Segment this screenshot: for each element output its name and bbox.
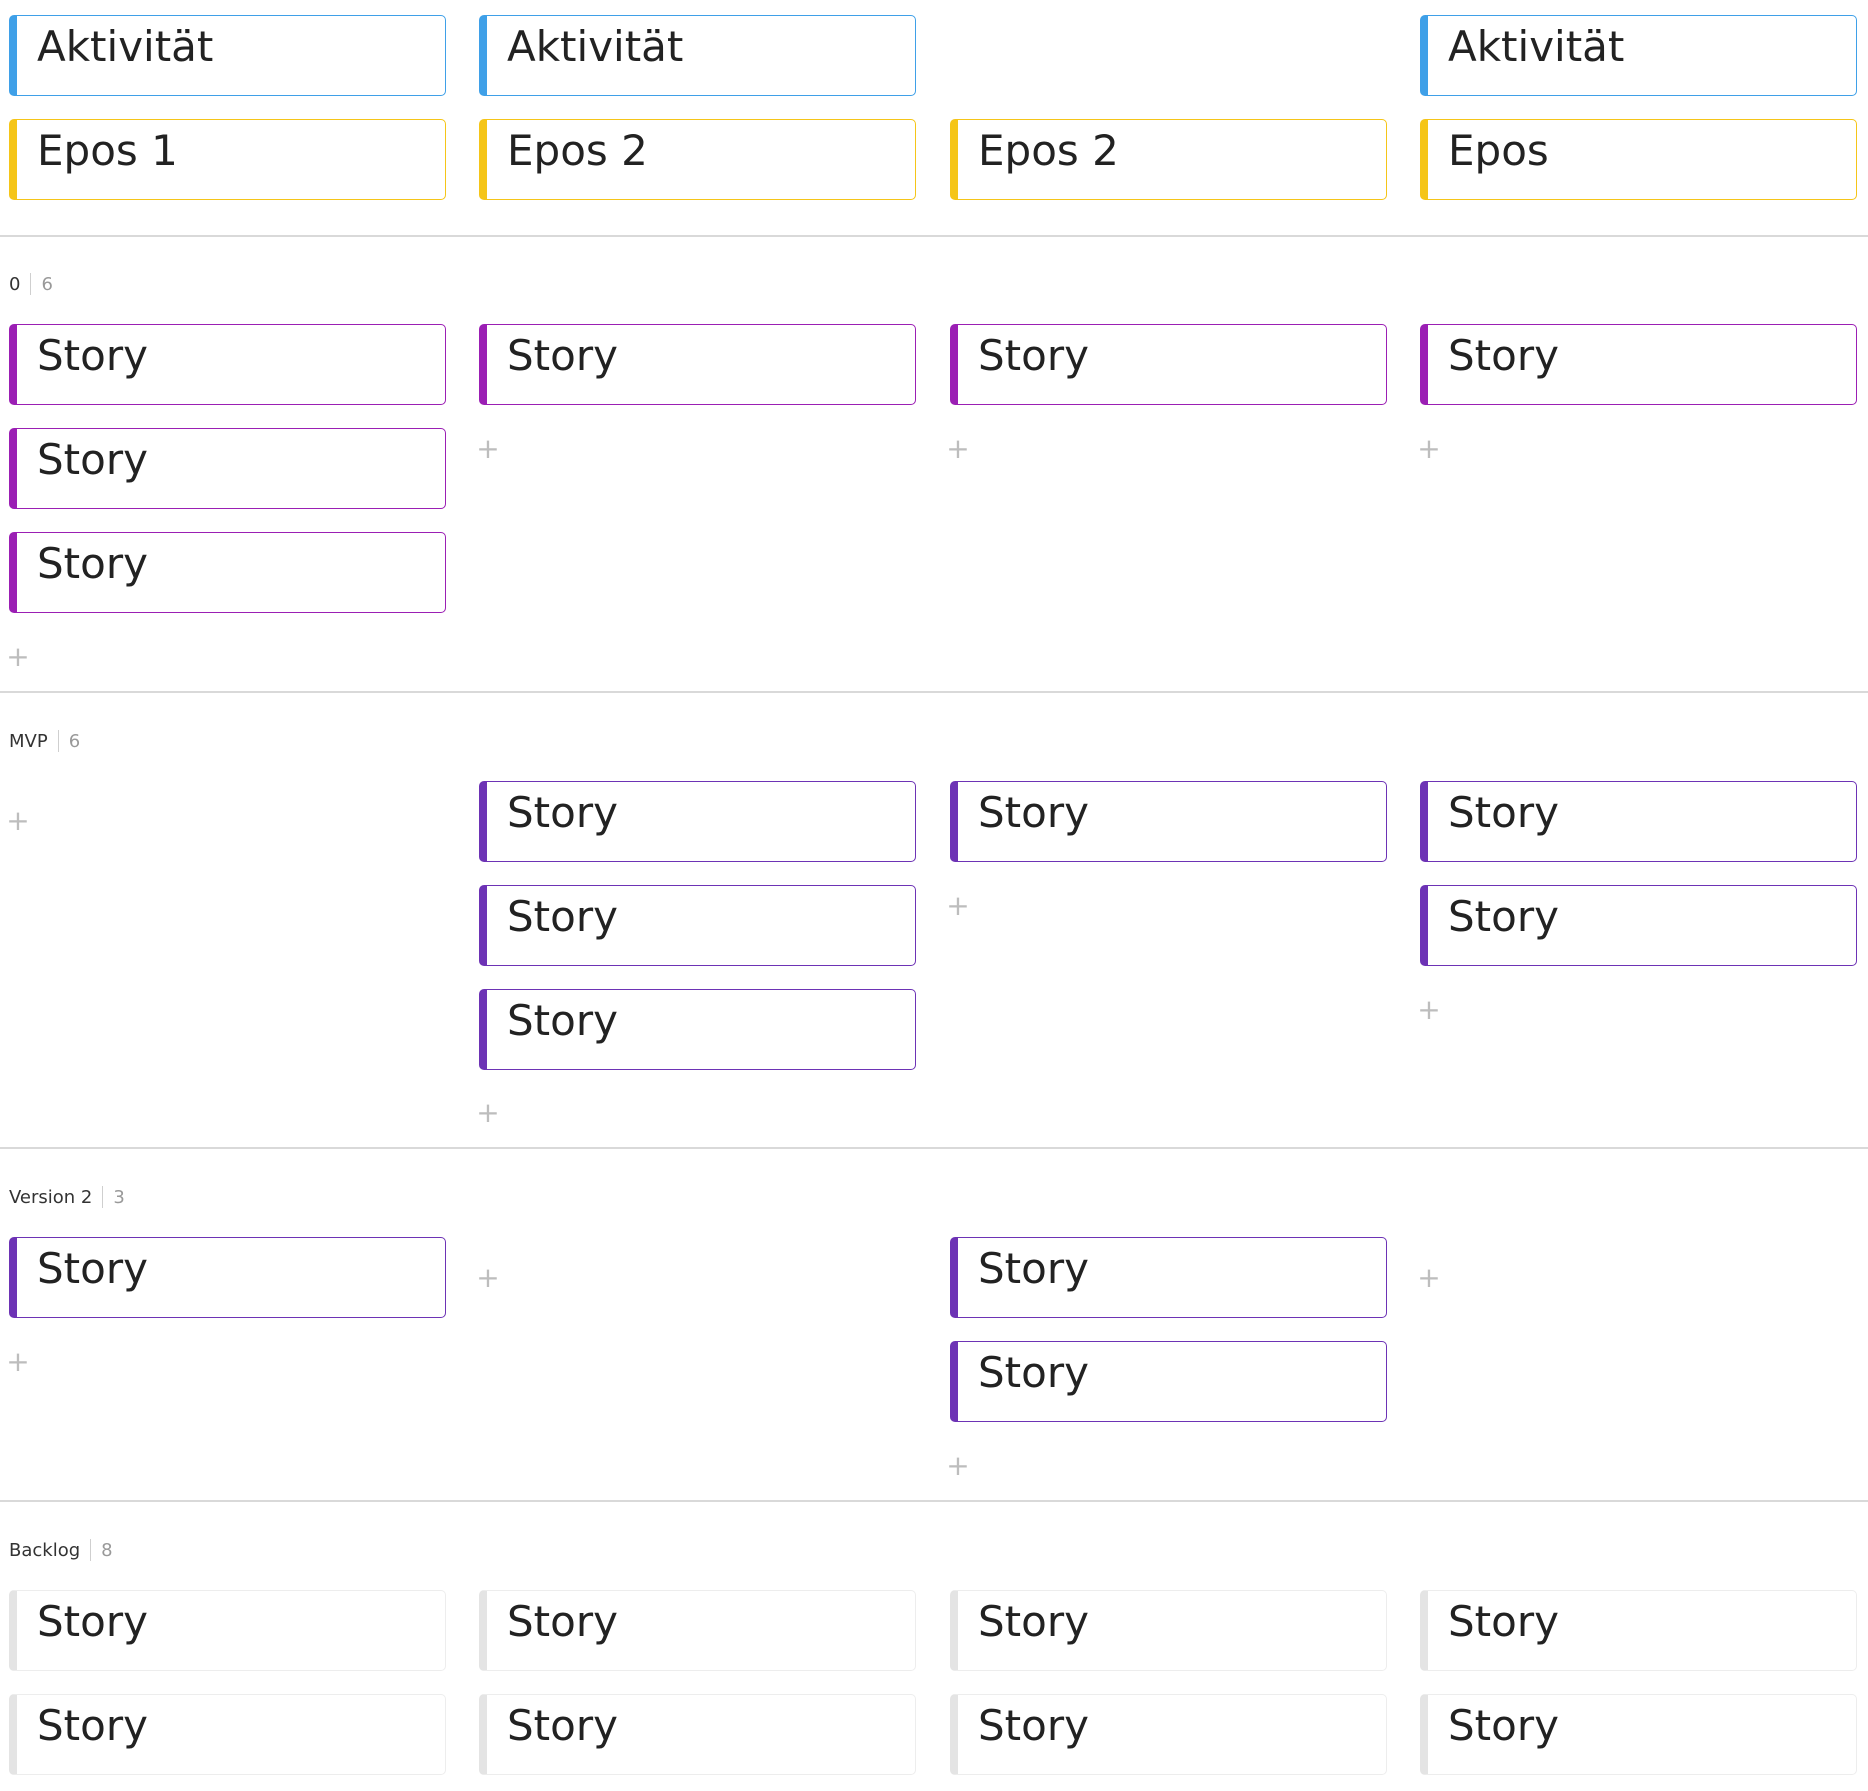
add-story-icon[interactable]: + <box>476 1096 500 1129</box>
release-name[interactable]: Backlog <box>9 1539 81 1561</box>
activity-card[interactable]: Aktivität <box>1420 15 1857 96</box>
add-story-icon[interactable]: + <box>946 432 970 465</box>
release-divider <box>0 1500 1868 1502</box>
activity-card[interactable]: Aktivität <box>9 15 446 96</box>
release-divider <box>0 235 1868 237</box>
release-story-count: 8 <box>101 1539 113 1561</box>
release-header: Version 2 3 <box>9 1184 125 1210</box>
release-header: MVP 6 <box>9 728 80 754</box>
release-name[interactable]: MVP <box>9 730 48 752</box>
release-separator <box>90 1539 92 1561</box>
release-story-count: 6 <box>41 273 53 295</box>
story-card[interactable]: Story <box>9 324 446 405</box>
release-divider <box>0 691 1868 693</box>
add-story-icon[interactable]: + <box>476 432 500 465</box>
add-story-icon[interactable]: + <box>946 1449 970 1482</box>
add-story-icon[interactable]: + <box>1417 432 1441 465</box>
story-card[interactable]: Story <box>479 1590 916 1671</box>
story-card[interactable]: Story <box>9 1237 446 1318</box>
story-card[interactable]: Story <box>950 1590 1387 1671</box>
release-name[interactable]: 0 <box>9 273 21 295</box>
story-card[interactable]: Story <box>9 1694 446 1775</box>
add-story-icon[interactable]: + <box>1417 1261 1441 1294</box>
story-card[interactable]: Story <box>479 781 916 862</box>
story-card[interactable]: Story <box>1420 324 1857 405</box>
release-header: 0 6 <box>9 271 53 297</box>
release-story-count: 6 <box>68 730 81 752</box>
story-card[interactable]: Story <box>479 885 916 966</box>
story-card[interactable]: Story <box>1420 1590 1857 1671</box>
add-story-icon[interactable]: + <box>1417 993 1441 1026</box>
story-card[interactable]: Story <box>1420 781 1857 862</box>
release-separator <box>30 273 32 295</box>
release-header: Backlog 8 <box>9 1537 113 1563</box>
add-story-icon[interactable]: + <box>476 1261 500 1294</box>
story-card[interactable]: Story <box>1420 885 1857 966</box>
epic-card[interactable]: Epos 1 <box>9 119 446 200</box>
add-story-icon[interactable]: + <box>6 640 30 673</box>
release-separator <box>102 1186 104 1208</box>
story-card[interactable]: Story <box>950 1237 1387 1318</box>
release-divider <box>0 1147 1868 1149</box>
story-card[interactable]: Story <box>950 1341 1387 1422</box>
add-story-icon[interactable]: + <box>6 804 30 837</box>
story-card[interactable]: Story <box>479 1694 916 1775</box>
story-card[interactable]: Story <box>479 989 916 1070</box>
add-story-icon[interactable]: + <box>946 889 970 922</box>
story-card[interactable]: Story <box>1420 1694 1857 1775</box>
story-card[interactable]: Story <box>479 324 916 405</box>
release-separator <box>57 730 59 752</box>
story-card[interactable]: Story <box>9 532 446 613</box>
epic-card[interactable]: Epos 2 <box>950 119 1387 200</box>
story-card[interactable]: Story <box>9 428 446 509</box>
epic-card[interactable]: Epos 2 <box>479 119 916 200</box>
add-story-icon[interactable]: + <box>6 1345 30 1378</box>
release-story-count: 3 <box>113 1186 125 1208</box>
story-card[interactable]: Story <box>950 324 1387 405</box>
activity-card[interactable]: Aktivität <box>479 15 916 96</box>
story-card[interactable]: Story <box>950 1694 1387 1775</box>
story-card[interactable]: Story <box>950 781 1387 862</box>
release-name[interactable]: Version 2 <box>9 1186 93 1208</box>
epic-card[interactable]: Epos <box>1420 119 1857 200</box>
story-card[interactable]: Story <box>9 1590 446 1671</box>
